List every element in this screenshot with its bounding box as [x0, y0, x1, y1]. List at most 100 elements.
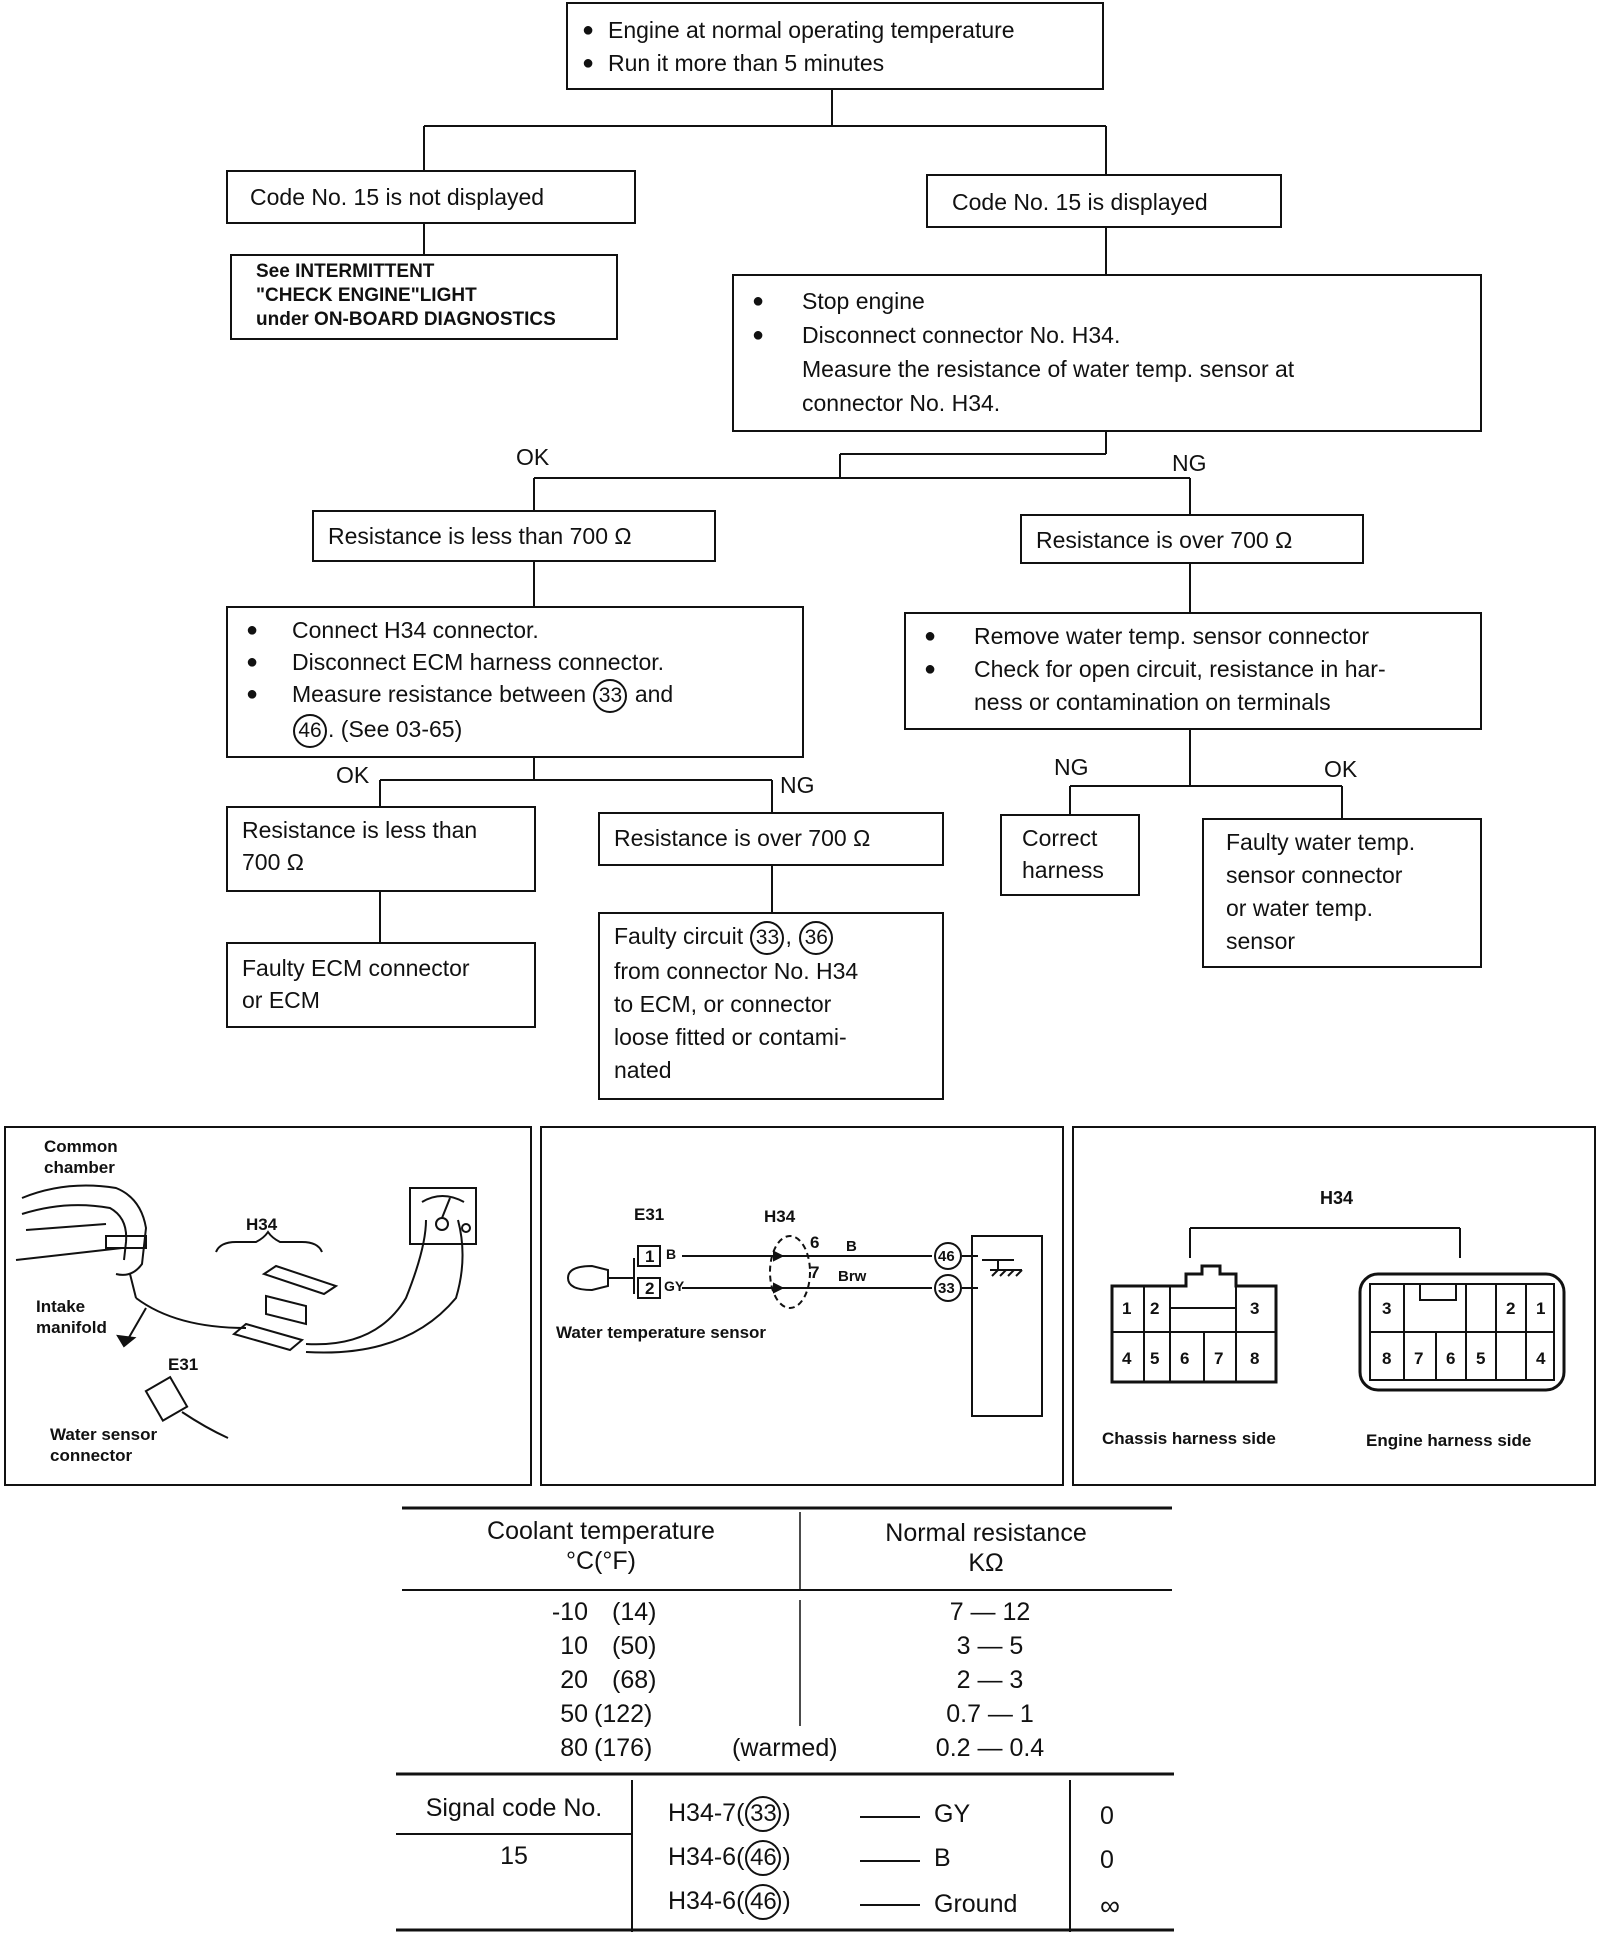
correct-harness-box: Correct harness [1000, 814, 1140, 896]
chassis-pin-2: 2 [1150, 1299, 1160, 1318]
connect-and-text: and [634, 681, 674, 707]
coolant-temp-header-line-1: Coolant temperature [487, 1517, 715, 1545]
res-over-700-box-2: Resistance is over 700 Ω [598, 812, 944, 866]
connect-h34-box: Connect H34 connector. Disconnect ECM ha… [226, 606, 804, 758]
ng-label-1: NG [1172, 450, 1207, 476]
wiring-drawing [566, 1235, 1043, 1417]
engine-pin-1: 1 [1536, 1299, 1546, 1318]
res-less-700-box-2: Resistance is less than 700 Ω [226, 806, 536, 892]
measurement-drawing [15, 1184, 477, 1439]
faulty-circuit-box: Faulty circuit 33, 36 from connector No.… [598, 912, 944, 1100]
signal-row-terminal: 46 [745, 1840, 782, 1876]
chassis-pin-6: 6 [1180, 1349, 1190, 1368]
coolant-temp-header: Coolant temperature °C(°F) [402, 1516, 800, 1576]
see-line-1: See INTERMITTENT [256, 261, 435, 282]
signal-code-value: 15 [500, 1842, 528, 1870]
terminal-33-label: 33 [938, 1280, 955, 1297]
connect-see-ref: . (See 03-65) [328, 716, 463, 742]
faulty-sensor-line-4: sensor [1226, 928, 1296, 954]
table-row-f: (176) [594, 1734, 653, 1762]
faulty-ecm-line-2: or ECM [242, 987, 320, 1013]
common-chamber-line-1: Common [44, 1137, 118, 1156]
measurement-illustration-panel: Common chamber H34 Intake manifold E31 W… [4, 1126, 532, 1486]
engine-pin-2: 2 [1506, 1299, 1516, 1318]
engine-pin-8: 8 [1382, 1349, 1392, 1368]
res-over-700-box-1: Resistance is over 700 Ω [1020, 514, 1364, 564]
res-less-700-line-2: 700 Ω [242, 849, 304, 875]
ng-label-2: NG [780, 772, 815, 798]
terminal-36-marker: 36 [799, 921, 834, 955]
res-less-700-box-1: Resistance is less than 700 Ω [312, 510, 716, 562]
code-not-displayed-box: Code No. 15 is not displayed [226, 170, 636, 224]
faulty-circuit-line-5: nated [614, 1057, 672, 1083]
normal-resistance-header-line-1: Normal resistance [885, 1519, 1087, 1547]
signal-row-value: 0 [1100, 1802, 1114, 1830]
engine-pin-7: 7 [1414, 1349, 1424, 1368]
faulty-circuit-line-3: to ECM, or connector [614, 991, 832, 1017]
coolant-temp-header-line-2: °C(°F) [566, 1547, 636, 1575]
signal-row-dash [860, 1904, 920, 1906]
res-over-700-text-2: Resistance is over 700 Ω [614, 825, 871, 851]
signal-row-terminal: 46 [745, 1884, 782, 1920]
wire-gy-label: GY [664, 1278, 685, 1294]
table-row-res: 0.2 — 0.4 [935, 1734, 1045, 1762]
faulty-ecm-line-1: Faulty ECM connector [242, 955, 470, 981]
res-less-700-line-1: Resistance is less than [242, 817, 478, 843]
table-row-res: 7 — 12 [949, 1598, 1031, 1626]
correct-harness-line-2: harness [1022, 857, 1104, 883]
intake-manifold-line-1: Intake [36, 1297, 86, 1316]
res-over-700-text-1: Resistance is over 700 Ω [1036, 527, 1293, 553]
normal-resistance-header-line-2: KΩ [968, 1549, 1004, 1577]
connect-measure-text: Measure resistance between [292, 681, 587, 707]
h34-label-panel3: H34 [1320, 1188, 1354, 1208]
terminal-46-label: 46 [938, 1248, 955, 1265]
chassis-pin-4: 4 [1122, 1349, 1132, 1368]
signal-row-wire: GY [934, 1800, 971, 1828]
see-line-3: under ON-BOARD DIAGNOSTICS [256, 309, 556, 330]
chassis-pin-7: 7 [1214, 1349, 1224, 1368]
chassis-harness-label: Chassis harness side [1102, 1429, 1276, 1448]
engine-pin-6: 6 [1446, 1349, 1456, 1368]
table-row-res: 3 — 5 [956, 1632, 1024, 1660]
e31-pin-1-label: 1 [645, 1247, 655, 1266]
faulty-sensor-line-1: Faulty water temp. [1226, 829, 1416, 855]
connect-item-2: Disconnect ECM harness connector. [242, 646, 788, 678]
e31-label-panel1: E31 [168, 1355, 199, 1374]
intake-manifold-line-2: manifold [36, 1318, 107, 1337]
e31-pin-2-label: 2 [645, 1279, 655, 1298]
common-chamber-label: Common chamber [44, 1136, 118, 1178]
faulty-sensor-line-2: sensor connector [1226, 862, 1403, 888]
signal-row-wire: Ground [934, 1890, 1018, 1918]
signal-row: H34-7(33) [668, 1796, 791, 1832]
code-not-displayed-text: Code No. 15 is not displayed [250, 184, 545, 210]
h34-label-panel2: H34 [764, 1207, 796, 1226]
stop-item-4: connector No. H34. [802, 390, 1001, 416]
signal-row-pin: H34-7 [668, 1799, 737, 1827]
connect-item-3: Measure resistance between 33 and [242, 678, 788, 713]
terminal-33-marker-2: 33 [750, 921, 785, 955]
e31-label-panel2: E31 [634, 1205, 665, 1224]
start-condition-box: Engine at normal operating temperature R… [566, 2, 1104, 90]
faulty-circuit-line-2: from connector No. H34 [614, 958, 859, 984]
table-row-f: (122) [594, 1700, 653, 1728]
wire-b-label: B [666, 1246, 677, 1262]
signal-row-value: 0 [1100, 1846, 1114, 1874]
table-row-note: (warmed) [732, 1734, 838, 1762]
signal-row: H34-6(46) [668, 1884, 791, 1920]
correct-harness-line-1: Correct [1022, 825, 1098, 851]
stop-item-3: Measure the resistance of water temp. se… [802, 356, 1295, 382]
engine-pin-4: 4 [1536, 1349, 1546, 1368]
signal-row-pin: H34-6 [668, 1887, 737, 1915]
code-displayed-text: Code No. 15 is displayed [952, 189, 1208, 215]
connect-item-1: Connect H34 connector. [242, 614, 788, 646]
pin-6-label: 6 [810, 1233, 820, 1252]
water-sensor-line-1: Water sensor [50, 1425, 158, 1444]
water-sensor-connector-label: Water sensor connector [50, 1424, 157, 1466]
signal-row-dash [860, 1816, 920, 1818]
water-sensor-line-2: connector [50, 1446, 133, 1465]
table-row-temp: 10 [560, 1632, 588, 1660]
table-row-temp: 80 [560, 1734, 588, 1762]
engine-harness-label: Engine harness side [1366, 1431, 1532, 1450]
remove-item-2: Check for open circuit, resistance in ha… [920, 653, 1466, 686]
